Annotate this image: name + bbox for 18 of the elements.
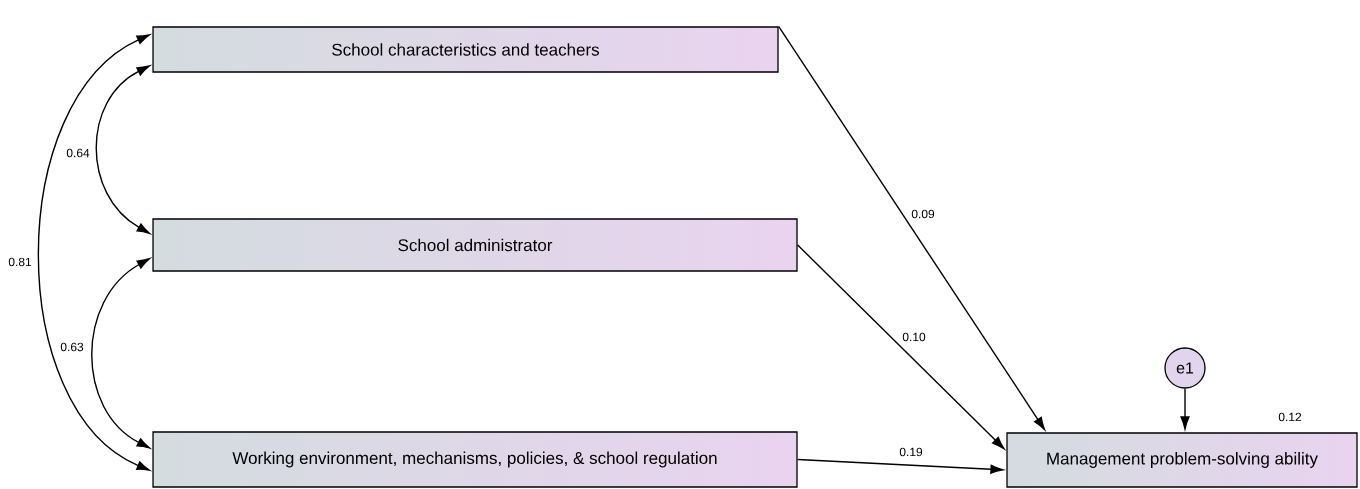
- path-arrow: [796, 458, 1004, 474]
- path-arrow: [796, 244, 1005, 450]
- variable-box: Working environment, mechanisms, policies, & school regulation: [152, 431, 798, 488]
- path-arrow: [777, 25, 1046, 431]
- coefficient-label: 0.12: [1278, 412, 1302, 422]
- edge-label: 0.81: [6, 256, 34, 268]
- edge-label: 0.63: [58, 341, 86, 353]
- edge-label: 0.64: [64, 147, 92, 159]
- variable-box: School characteristics and teachers: [152, 26, 779, 73]
- variable-box: School administrator: [152, 218, 798, 272]
- edge-label: 0.10: [900, 331, 928, 343]
- covariance-arc: [37, 34, 150, 471]
- covariance-arc: [95, 65, 151, 234]
- edge-label: 0.09: [909, 208, 937, 220]
- covariance-arc: [91, 258, 151, 449]
- variable-box: Management problem-solving ability: [1006, 432, 1358, 488]
- path-arrow: [1180, 387, 1190, 430]
- edge-label: 0.19: [897, 446, 925, 458]
